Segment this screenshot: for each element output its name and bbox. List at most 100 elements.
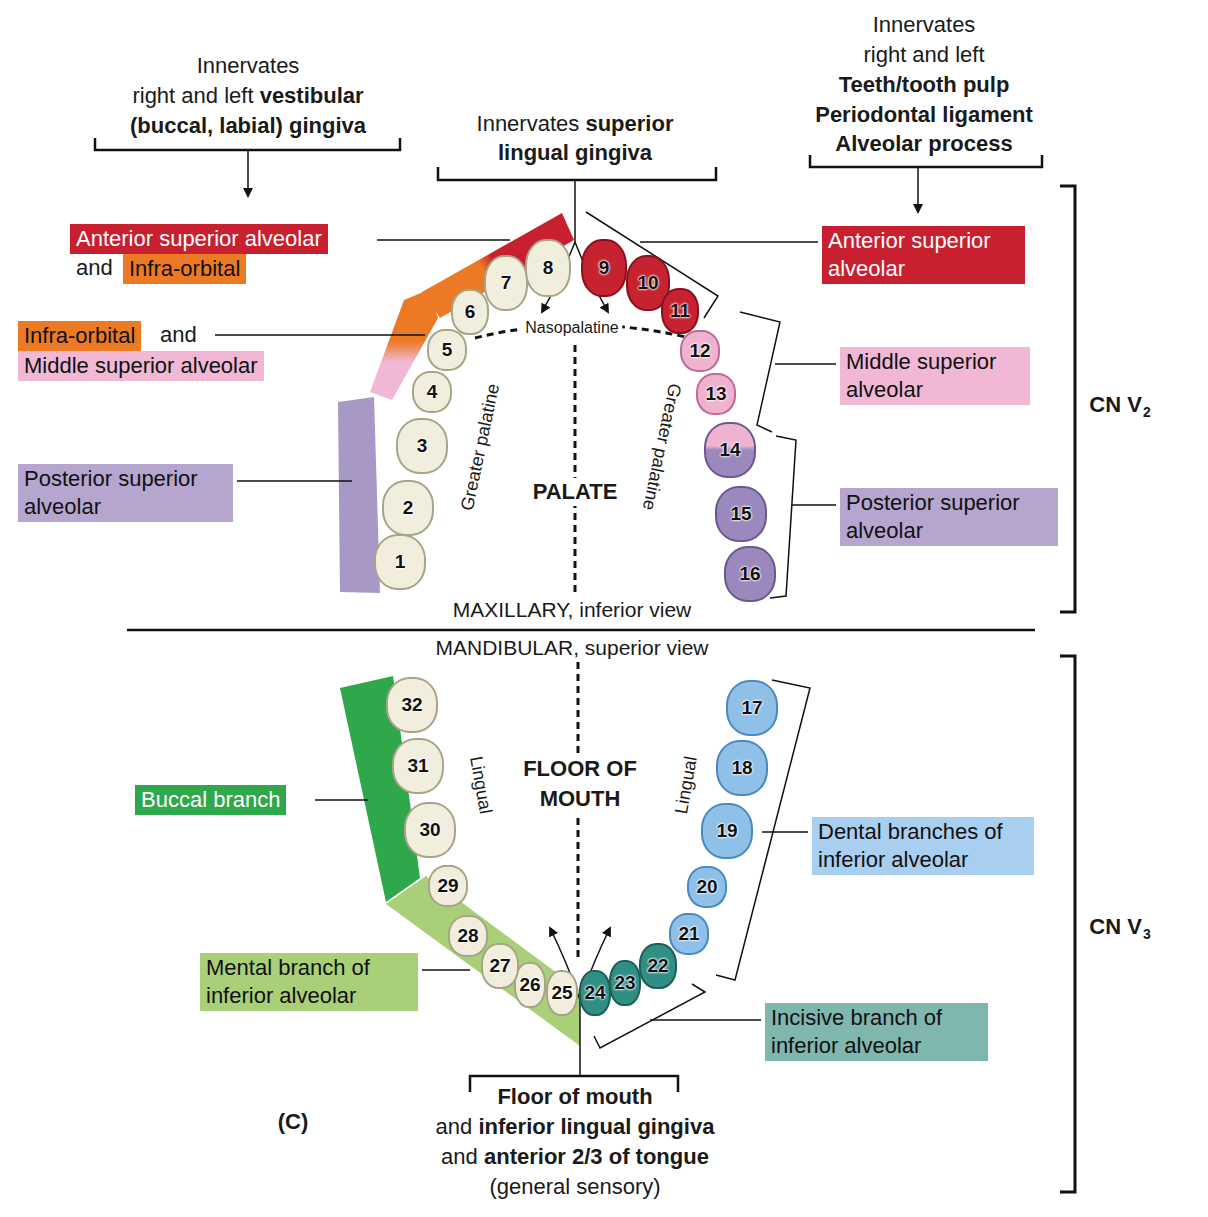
tooth: 18 [716, 740, 768, 796]
leader-line [775, 363, 836, 365]
label-line: Teeth/tooth pulp [839, 71, 1010, 99]
tooth: 11 [661, 288, 699, 334]
tooth-number: 12 [689, 340, 710, 362]
tooth: 13 [696, 373, 736, 415]
label-line: CN V2 [1089, 391, 1150, 426]
bracket [438, 167, 716, 180]
tooth: 19 [701, 803, 753, 859]
tooth-number: 27 [489, 955, 510, 977]
leader-line [792, 504, 836, 506]
label-line: Innervates [873, 11, 976, 39]
leader-line [422, 969, 470, 971]
tooth: 1 [374, 534, 426, 590]
label-line: andanterior 2/3 of tongue [441, 1143, 709, 1171]
tooth: 16 [724, 546, 776, 602]
label: Alveolar process [835, 131, 1012, 156]
leader-line [574, 180, 576, 242]
label-line: (general sensory) [489, 1173, 660, 1201]
tooth-number: 20 [696, 876, 717, 898]
tooth: 31 [392, 738, 444, 794]
tooth-number: 22 [647, 955, 668, 977]
nerve-label-box: Anterior superior alveolar [822, 226, 1025, 284]
tooth-number: 31 [407, 755, 428, 777]
label-line: and [160, 321, 197, 349]
tooth: 17 [726, 680, 778, 736]
bracket [740, 312, 780, 432]
nerve-name: Buccal branch [141, 787, 280, 812]
label: (general sensory) [489, 1174, 660, 1199]
tooth-number: 4 [427, 381, 438, 403]
label: lingual gingiva [498, 140, 652, 165]
label: Innervates [477, 111, 580, 136]
label-line: Innervates [197, 52, 300, 80]
nerve-name: Anterior superior alveolar [828, 228, 991, 281]
tooth: 23 [609, 960, 641, 1006]
bracket [810, 155, 1042, 167]
nerve-label-box: Anterior superior alveolar [70, 224, 328, 254]
nerve-label-box: Posterior superior alveolar [18, 464, 233, 522]
tooth-number: 7 [501, 272, 512, 294]
label-line: andinferior lingual gingiva [436, 1113, 715, 1141]
nerve-band [422, 213, 574, 318]
leader-line [579, 1000, 581, 1075]
bracket [1060, 656, 1075, 1192]
label-line: MAXILLARY, inferior view [449, 596, 696, 624]
label: (C) [278, 1109, 309, 1134]
nerve-label-box: Middle superior alveolar [840, 347, 1030, 405]
label: and [441, 1144, 478, 1169]
label-line: Greater palatine [453, 381, 507, 513]
tooth: 30 [404, 802, 456, 858]
tooth: 7 [484, 255, 528, 311]
label-line: Lingual [462, 754, 500, 816]
label: vestibular [260, 83, 364, 108]
nerve-name: Dental branches of inferior alveolar [818, 819, 1003, 872]
label: Nasopalatine [525, 319, 618, 336]
label: Periodontal ligament [815, 102, 1033, 127]
nerve-name: Anterior superior alveolar [76, 226, 322, 251]
nerve-name: Posterior superior alveolar [24, 466, 198, 519]
label-line: Alveolar process [835, 130, 1012, 158]
tooth-number: 9 [599, 257, 610, 279]
tooth-number: 23 [614, 972, 635, 994]
label-line: Greater palatine [635, 381, 689, 513]
nerve-label-box: Mental branch of inferior alveolar [200, 953, 418, 1011]
tooth: 8 [525, 239, 571, 297]
leader-line [377, 239, 510, 241]
bracket [716, 680, 810, 980]
label: MANDIBULAR, superior view [435, 636, 708, 659]
nerve-name: Infra-orbital [24, 323, 135, 348]
tooth: 5 [427, 329, 467, 371]
label-line: lingual gingiva [498, 139, 652, 167]
tooth-number: 11 [670, 300, 690, 322]
bracket [95, 138, 400, 150]
label: superior [585, 111, 673, 136]
tooth-number: 16 [739, 563, 760, 585]
nerve-label-box: Incisive branch of inferior alveolar [765, 1003, 988, 1061]
label-line: CN V3 [1089, 913, 1150, 948]
label-line: Lingual [667, 754, 705, 816]
leader-line [215, 334, 425, 336]
label: and [76, 255, 113, 280]
label: Innervates [873, 12, 976, 37]
label-line: right and leftvestibular [132, 82, 363, 110]
tooth-number: 15 [730, 503, 751, 525]
tooth: 25 [546, 970, 578, 1016]
label-line: right and left [863, 41, 984, 69]
tooth: 14 [704, 422, 756, 478]
tooth-number: 19 [716, 820, 737, 842]
tooth-number: 13 [705, 383, 726, 405]
label: Teeth/tooth pulp [839, 72, 1010, 97]
label: CN V [1089, 914, 1142, 939]
tooth-number: 1 [395, 551, 406, 573]
tooth-number: 10 [637, 272, 658, 294]
dashed-line [574, 345, 577, 598]
tooth: 12 [680, 330, 720, 372]
tooth-number: 32 [401, 694, 422, 716]
tooth-number: 8 [543, 257, 554, 279]
tooth: 3 [396, 418, 448, 474]
tooth-number: 28 [457, 925, 478, 947]
subscript: 2 [1143, 404, 1151, 420]
nerve-name: Posterior superior alveolar [846, 490, 1020, 543]
leader-line [640, 241, 818, 243]
label: right and left [863, 42, 984, 67]
